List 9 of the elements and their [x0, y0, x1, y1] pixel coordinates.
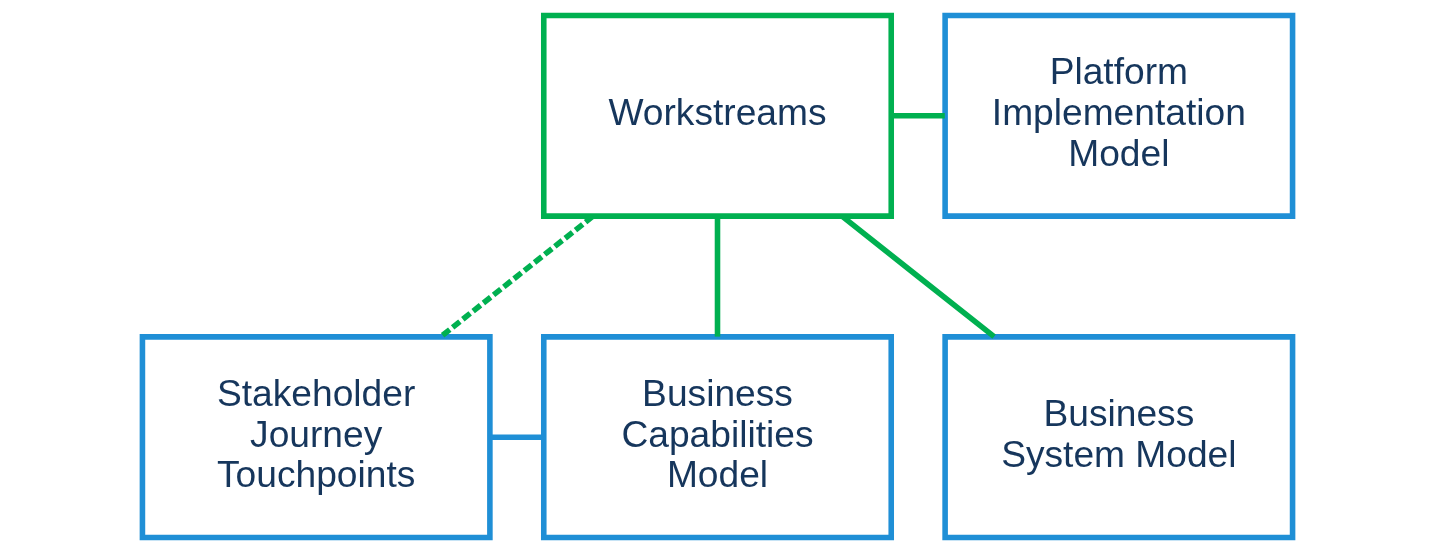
node-box: Stakeholder Journey Touchpoints	[139, 334, 493, 541]
node-box: Business System Model	[942, 334, 1296, 541]
connector	[714, 216, 721, 337]
node-box: Business Capabilities Model	[541, 334, 894, 541]
node-box: Platform Implementation Model	[942, 12, 1296, 219]
connector	[439, 214, 595, 339]
connector	[891, 113, 945, 119]
node-box: Workstreams	[541, 12, 894, 219]
connector	[490, 434, 544, 440]
